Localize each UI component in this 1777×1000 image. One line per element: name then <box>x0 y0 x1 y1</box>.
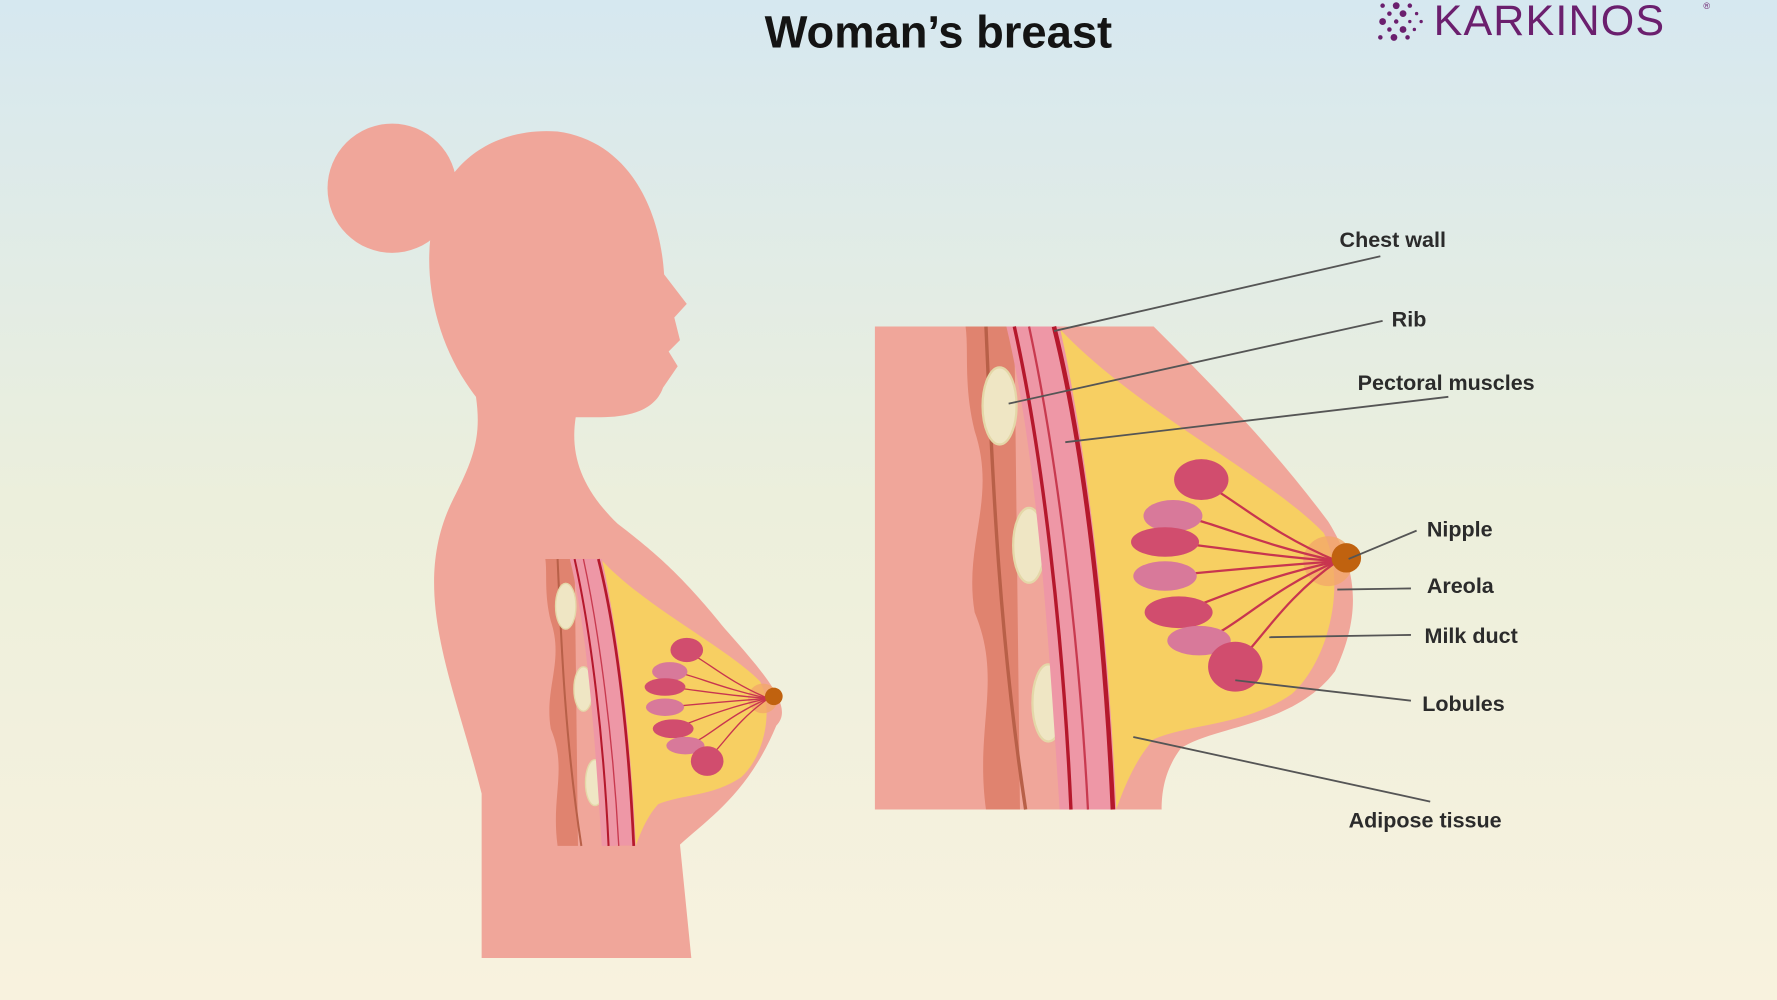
label-nipple: Nipple <box>1427 517 1493 541</box>
areola-pointer <box>1337 587 1411 591</box>
nipple-pointer <box>1348 529 1417 560</box>
karkinos-logo: KARKINOS ® <box>1378 0 1710 45</box>
registered-mark: ® <box>1703 1 1710 11</box>
lobules-pointer <box>1235 679 1412 702</box>
chest-wall-pointer <box>1053 255 1381 332</box>
adipose-tissue-pointer <box>1133 736 1431 803</box>
large-breast-cross-section <box>874 327 1361 810</box>
milk-duct-pointer <box>1269 634 1411 639</box>
logo-dots-icon <box>1378 2 1423 41</box>
anatomy-labels: Chest wall Rib Pectoral muscles Nipple A… <box>1008 228 1535 833</box>
label-adipose-tissue: Adipose tissue <box>1349 809 1502 833</box>
logo-text: KARKINOS <box>1434 0 1666 45</box>
pectoral-muscles-pointer <box>1065 395 1449 444</box>
label-pectoral-muscles: Pectoral muscles <box>1358 371 1535 395</box>
label-areola: Areola <box>1427 574 1495 598</box>
label-chest-wall: Chest wall <box>1340 228 1446 252</box>
label-rib: Rib <box>1392 308 1427 332</box>
rib-pointer <box>1008 319 1383 405</box>
label-milk-duct: Milk duct <box>1425 624 1518 648</box>
diagram-title: Woman’s breast <box>765 7 1113 58</box>
label-lobules: Lobules <box>1422 692 1504 716</box>
